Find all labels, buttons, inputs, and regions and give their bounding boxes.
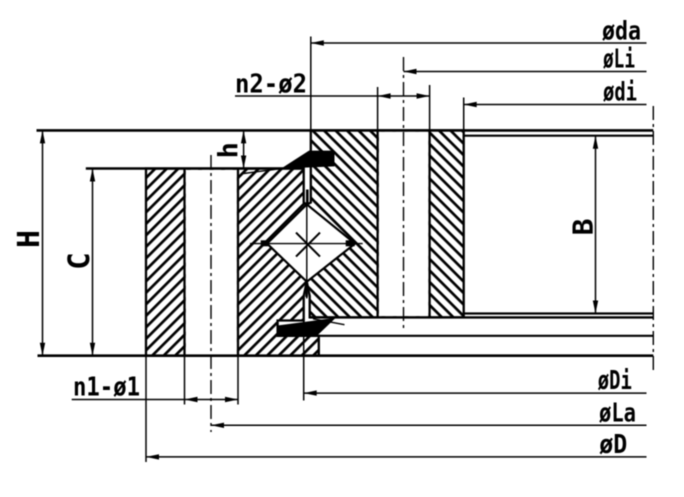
arrow-oLi [403,68,417,75]
arrow-odi [463,101,477,108]
arrow-C-bottom [89,342,96,356]
label-oDi: øDi [598,366,632,396]
roller-axis-mark-left [260,240,269,247]
arrow-h-top [240,130,247,144]
roller-diamond [250,203,363,299]
arrow-H-top [39,130,46,144]
arrow-B-bottom [592,300,599,314]
label-h: h [214,142,245,158]
seal-top-body [281,150,335,169]
arrow-n2-right [416,93,430,99]
label-oda: øda [602,17,641,47]
arrow-H-bottom [39,342,46,356]
inner-ring-section [304,129,465,319]
extension-lines [145,36,465,462]
label-H: H [12,230,47,248]
arrow-oD [146,454,159,460]
arrow-oLa [211,422,224,428]
dimension-arrows [39,40,599,460]
seal-bottom-lip-line [312,318,345,326]
dimension-labels: øda øLi ødi n2-ø2 n1-ø1 øDi øLa øD H C B… [12,17,641,461]
centerlines [210,57,654,432]
seal-bottom-body [277,317,336,336]
outer-ring-section [144,167,320,357]
label-B: B [566,219,599,236]
label-C: C [62,252,96,269]
arrow-n1-left [184,396,198,403]
label-odi: ødi [603,78,637,108]
arrow-oDi [303,390,317,396]
seal-bottom [277,317,345,336]
seal-top-lip-line [243,167,282,175]
roller-axis-mark-right [345,240,355,247]
face-lines [36,129,654,358]
arrow-B-top [592,135,599,149]
arrow-h-bottom [240,155,247,169]
arrow-n2-left [377,93,391,99]
seal-top [243,150,335,175]
label-n2: n2-ø2 [235,70,307,100]
label-oD: øD [599,430,627,460]
label-n1: n1-ø1 [73,373,140,403]
arrow-oda [310,40,324,46]
arrow-C-top [89,168,96,182]
arrow-n1-right [225,396,238,403]
roller-cross-mark-2 [295,231,321,258]
dimension-lines [41,42,647,458]
label-oLa: øLa [599,399,636,429]
label-oLi: øLi [603,45,635,75]
